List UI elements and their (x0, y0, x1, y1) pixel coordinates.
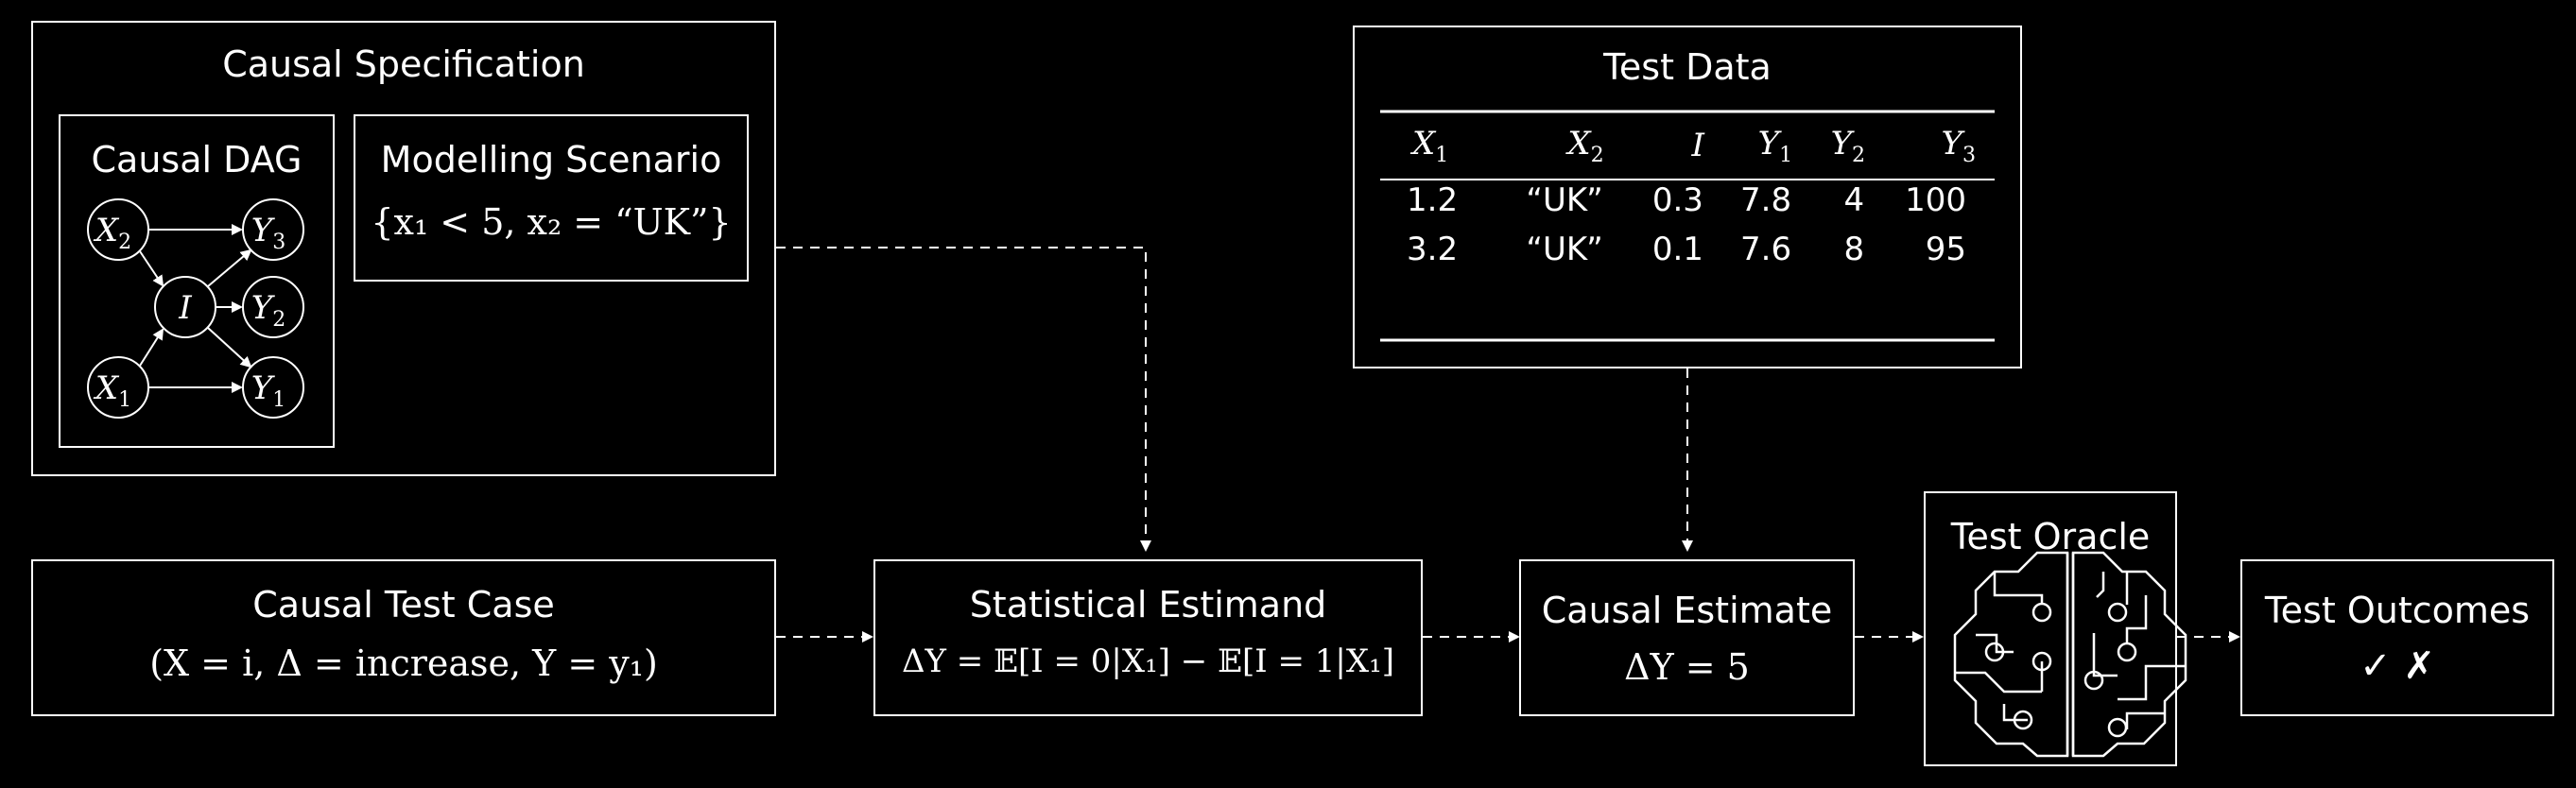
brain-circuit-icon (1953, 551, 2187, 758)
dag-label-i: I (178, 289, 192, 327)
col-y2: Y2 (1830, 124, 1866, 167)
causal-estimate-formula: ΔY = 5 (1624, 646, 1750, 688)
dag-label-x1: X1 (93, 369, 131, 412)
dag-node-y3 (242, 198, 304, 261)
col-y1: Y1 (1757, 124, 1793, 167)
modelling-scenario-box: Modelling Scenario {x₁ < 5, x₂ = “UK”} (354, 114, 749, 282)
test-oracle-box: Test Oracle (1924, 491, 2177, 766)
causal-test-case-formula: (X = i, Δ = increase, Y = y₁) (149, 642, 658, 684)
dag-node-y1 (242, 356, 304, 419)
dag-label-y1: Y1 (251, 369, 285, 412)
edge-i-y1 (207, 327, 252, 368)
causal-specification-title: Causal Specification (222, 43, 585, 85)
edge-x1-i (139, 328, 164, 367)
dag-node-y2 (242, 276, 304, 338)
dag-label-y3: Y3 (251, 212, 285, 254)
statistical-estimand-box: Statistical Estimand ΔY = 𝔼[I = 0|X₁] − … (873, 559, 1423, 716)
test-data-title: Test Data (1603, 46, 1772, 88)
dag-label-y2: Y2 (251, 289, 285, 332)
modelling-scenario-title: Modelling Scenario (380, 139, 722, 180)
causal-specification-box: Causal Specification (31, 21, 776, 476)
col-i: I (1691, 127, 1704, 164)
causal-dag-title: Causal DAG (91, 139, 303, 180)
connector-spec-to-estimand (776, 247, 1151, 552)
test-outcomes-box: Test Outcomes ✓ ✗ (2240, 559, 2554, 716)
col-x1: X1 (1412, 124, 1449, 167)
test-data-table: X1 X2 I Y1 Y2 Y3 1.2 “UK” 0.3 7.8 4 100 … (1380, 115, 1995, 274)
table-header-row: X1 X2 I Y1 Y2 Y3 (1380, 115, 1995, 176)
col-y3: Y3 (1941, 124, 1976, 167)
causal-estimate-title: Causal Estimate (1541, 590, 1833, 631)
test-outcomes-marks: ✓ ✗ (2360, 644, 2435, 688)
statistical-estimand-formula: ΔY = 𝔼[I = 0|X₁] − 𝔼[I = 1|X₁] (901, 642, 1394, 680)
table-row: 3.2 “UK” 0.1 7.6 8 95 (1407, 231, 1966, 268)
edge-i-y3 (207, 248, 252, 287)
test-outcomes-title: Test Outcomes (2264, 590, 2531, 631)
dag-label-x2: X2 (93, 212, 131, 254)
edge-x2-i (139, 250, 164, 287)
col-x2: X2 (1567, 124, 1604, 167)
table-row: 1.2 “UK” 0.3 7.8 4 100 (1407, 181, 1966, 219)
causal-test-case-box: Causal Test Case (X = i, Δ = increase, Y… (31, 559, 776, 716)
modelling-scenario-formula: {x₁ < 5, x₂ = “UK”} (371, 201, 732, 243)
test-oracle-title: Test Oracle (1950, 516, 2151, 557)
causal-estimate-box: Causal Estimate ΔY = 5 (1519, 559, 1855, 716)
causal-test-case-title: Causal Test Case (252, 584, 555, 625)
causal-dag-box: Causal DAG (59, 114, 335, 448)
statistical-estimand-title: Statistical Estimand (969, 584, 1327, 625)
test-data-box: Test Data (1353, 26, 2022, 368)
